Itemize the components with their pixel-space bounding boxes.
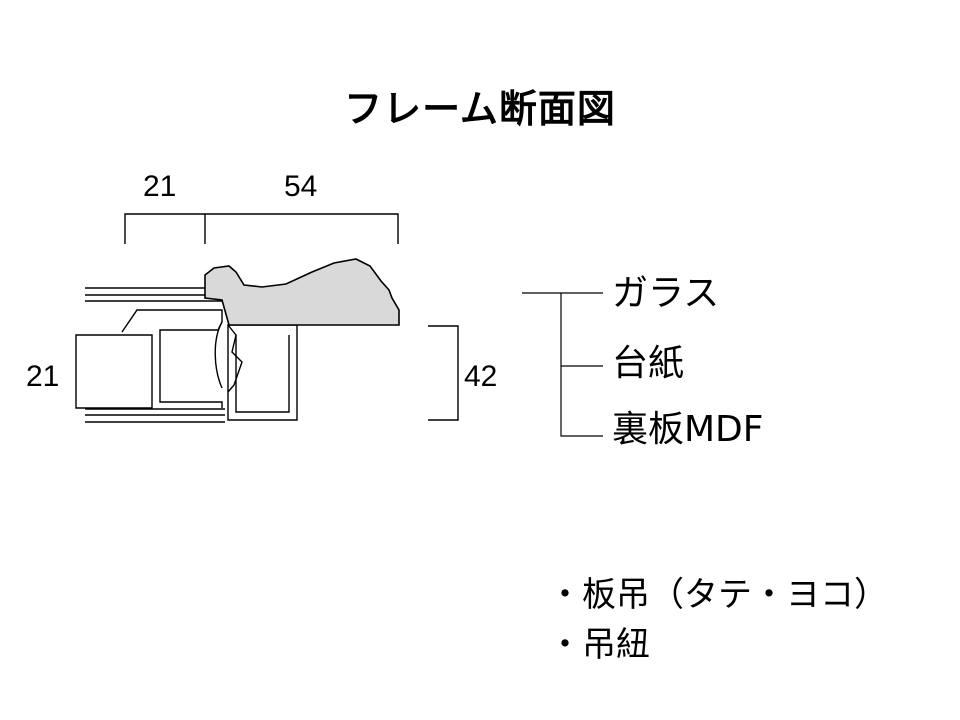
clip-spring: [227, 324, 243, 393]
left-dimension-bracket: [75, 334, 100, 409]
backboard-inner: [235, 335, 290, 413]
molding-profile: [204, 258, 400, 326]
right-dimension-bracket: [428, 325, 459, 421]
dimension-top-left: 21: [143, 170, 177, 203]
dimension-left-side: 21: [26, 360, 60, 393]
note-hanging-cord: ・吊紐: [548, 625, 650, 665]
diagram-title: フレーム断面図: [344, 87, 616, 131]
dimension-top-right: 54: [284, 170, 318, 203]
note-plate-hanger: ・板吊（タテ・ヨコ）: [548, 575, 888, 615]
top-dimension-bracket: [124, 213, 399, 244]
inner-profile: [121, 309, 223, 408]
layer-label-mat: 台紙: [612, 343, 685, 384]
backing-block: [100, 334, 153, 409]
dimension-right-side: 42: [464, 360, 498, 393]
layer-label-backboard: 裏板MDF: [612, 409, 764, 450]
layer-leader-backboard: [560, 293, 603, 437]
clip-curve: [214, 321, 223, 389]
layer-label-glass: ガラス: [612, 273, 720, 314]
